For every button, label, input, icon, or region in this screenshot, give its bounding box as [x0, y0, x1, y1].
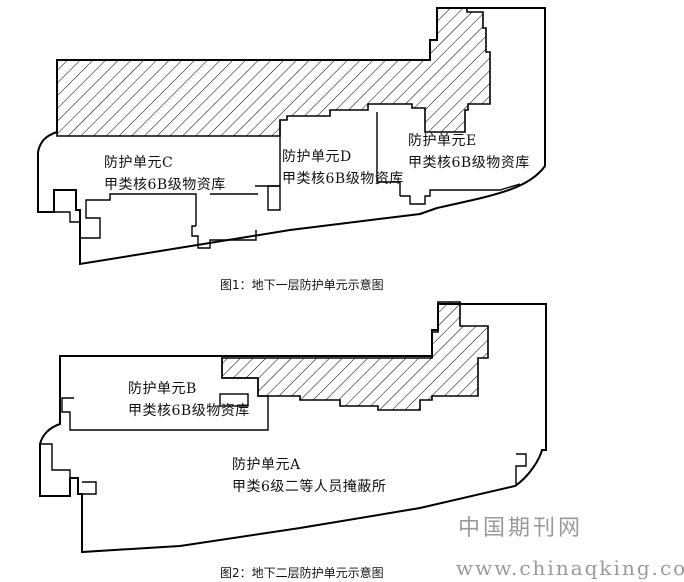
figure1-wall-stair — [210, 185, 280, 195]
unit-b-name: 防护单元B — [128, 381, 197, 397]
unit-e-name: 防护单元E — [408, 133, 477, 149]
figure1-wall-e-bottom — [400, 183, 521, 205]
figure2-outline — [39, 303, 547, 554]
figure1-caption: 图1：地下一层防护单元示意图 — [220, 278, 384, 292]
figure2-hatched-area — [221, 301, 489, 411]
unit-c-type: 甲类核6B级物资库 — [104, 177, 226, 193]
figure1-unit-d-label: 防护单元D 甲类核6B级物资库 — [282, 146, 404, 190]
figure2-unit-b-label: 防护单元B 甲类核6B级物资库 — [128, 378, 250, 422]
figure2-wall-left — [40, 443, 71, 478]
figure2-unit-b-room — [60, 355, 269, 431]
unit-c-name: 防护单元C — [104, 155, 174, 171]
figure1-wall-e-left — [376, 112, 401, 196]
unit-d-type: 甲类核6B级物资库 — [282, 171, 404, 187]
unit-a-type: 甲类6级二等人员掩蔽所 — [232, 479, 387, 495]
figure1-unit-e-label: 防护单元E 甲类核6B级物资库 — [408, 130, 530, 174]
figure2-wall-right — [515, 453, 527, 484]
watermark-url: www.chinaqking.com — [456, 556, 684, 580]
figure1-outline — [37, 7, 546, 266]
watermark-cn: 中国期刊网 — [458, 516, 584, 541]
figure1-wall-c — [54, 193, 197, 239]
figure1-unit-c-label: 防护单元C 甲类核6B级物资库 — [104, 152, 226, 196]
unit-d-name: 防护单元D — [282, 149, 352, 165]
figure1-hatched-area — [56, 7, 491, 137]
figure1-wall-d-bottom — [191, 225, 257, 249]
unit-a-name: 防护单元A — [232, 457, 301, 473]
figure1-plan — [37, 7, 546, 266]
figure2-caption: 图2：地下二层防护单元示意图 — [220, 566, 384, 580]
figure2-plan — [39, 301, 547, 554]
figure2-stair-box — [219, 393, 249, 407]
unit-b-type: 甲类核6B级物资库 — [128, 403, 250, 419]
unit-e-type: 甲类核6B级物资库 — [408, 155, 530, 171]
figure1-wall-d-left — [267, 120, 281, 211]
figure2-unit-a-label: 防护单元A 甲类6级二等人员掩蔽所 — [232, 454, 386, 498]
figure2-wall-bottom — [78, 481, 97, 495]
